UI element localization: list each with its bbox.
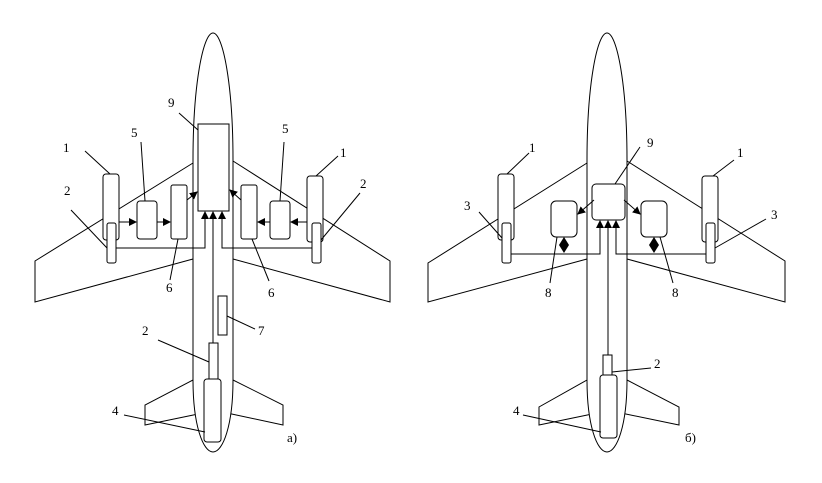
- leader-5-left: [140, 141, 146, 202]
- gearbox-right: [705, 222, 716, 264]
- leader-1-right: [712, 159, 735, 177]
- leader-4: [123, 414, 206, 433]
- central-block: [197, 123, 230, 212]
- bus-left: [116, 216, 206, 249]
- diagram-b: 1 3 8 9 1 3 8 2 4 б): [427, 32, 786, 453]
- label-a-apu-tail: 2: [142, 323, 149, 338]
- leader-8-left: [549, 236, 558, 284]
- gearbox-right: [311, 222, 322, 264]
- leader-1-left: [506, 152, 530, 175]
- leader-1-left: [84, 150, 111, 175]
- leader-4: [522, 414, 602, 433]
- diamond-arrow-left: [559, 237, 569, 253]
- label-a-central-block: 9: [168, 95, 175, 110]
- label-a-unit-right: 5: [282, 121, 289, 136]
- label-a-engine-left: 1: [63, 140, 70, 155]
- label-b-unit-right: 8: [672, 285, 679, 300]
- leader-2-tail: [611, 367, 652, 373]
- leader-6-right: [251, 238, 270, 282]
- label-b-gearbox-left: 3: [464, 198, 471, 213]
- label-a-gearbox-right: 2: [360, 176, 367, 191]
- tail-apu: [208, 342, 219, 384]
- leader-2-right: [320, 192, 361, 241]
- arrow-6r-9: [229, 189, 242, 201]
- leader-9: [614, 146, 641, 185]
- leader-8-right: [659, 236, 674, 284]
- diagram-a: 1 2 5 6 9 5 1 2 6 7 2 4 а): [34, 32, 391, 453]
- leader-2-left: [70, 209, 108, 249]
- arrow-9-8l: [577, 199, 595, 215]
- unit-6-right: [240, 184, 258, 240]
- fuselage-unit: [217, 295, 228, 336]
- leader-1-right: [315, 155, 339, 177]
- label-b-engine-left: 1: [529, 140, 536, 155]
- leader-6-left: [169, 238, 179, 281]
- leader-3-right: [714, 218, 767, 249]
- label-b-central-block: 9: [647, 135, 654, 150]
- label-a-gearbox-left: 2: [64, 183, 71, 198]
- leader-2-tail: [157, 339, 210, 363]
- unit-5-left: [136, 200, 158, 240]
- diamond-arrow-right: [649, 237, 659, 253]
- label-a-tail-unit: 4: [112, 403, 119, 418]
- label-a-converter-right: 6: [268, 285, 275, 300]
- arrow-6l-9: [186, 191, 198, 201]
- right-stabilizer: [226, 379, 284, 426]
- tail-unit: [599, 374, 618, 439]
- unit-8-left: [550, 200, 578, 238]
- bus-right: [221, 216, 312, 249]
- label-b-apu-tail: 2: [654, 356, 661, 371]
- tail-unit: [203, 378, 222, 443]
- label-b-tail-unit: 4: [513, 403, 520, 418]
- fuselage: [586, 32, 628, 453]
- label-a-unit-left: 5: [131, 125, 138, 140]
- left-stabilizer: [144, 379, 204, 426]
- central-block: [591, 183, 626, 221]
- caption-a: а): [287, 430, 297, 445]
- left-stabilizer: [538, 379, 598, 426]
- leader-9: [178, 112, 199, 131]
- label-b-unit-left: 8: [545, 285, 552, 300]
- leader-3-left: [478, 211, 503, 239]
- label-a-converter-left: 6: [166, 280, 173, 295]
- unit-8-right: [640, 200, 668, 238]
- caption-b: б): [685, 430, 696, 445]
- gearbox-left: [501, 222, 512, 264]
- label-a-fuselage-unit: 7: [258, 323, 265, 338]
- label-b-engine-right: 1: [737, 145, 744, 160]
- arrow-9-8r: [623, 199, 641, 215]
- leader-5-right: [279, 141, 285, 202]
- label-b-gearbox-right: 3: [771, 207, 778, 222]
- label-a-engine-right: 1: [340, 145, 347, 160]
- gearbox-left: [106, 222, 117, 264]
- unit-6-left: [170, 184, 188, 240]
- unit-5-right: [269, 200, 291, 240]
- right-stabilizer: [620, 379, 680, 426]
- leader-7: [226, 315, 256, 330]
